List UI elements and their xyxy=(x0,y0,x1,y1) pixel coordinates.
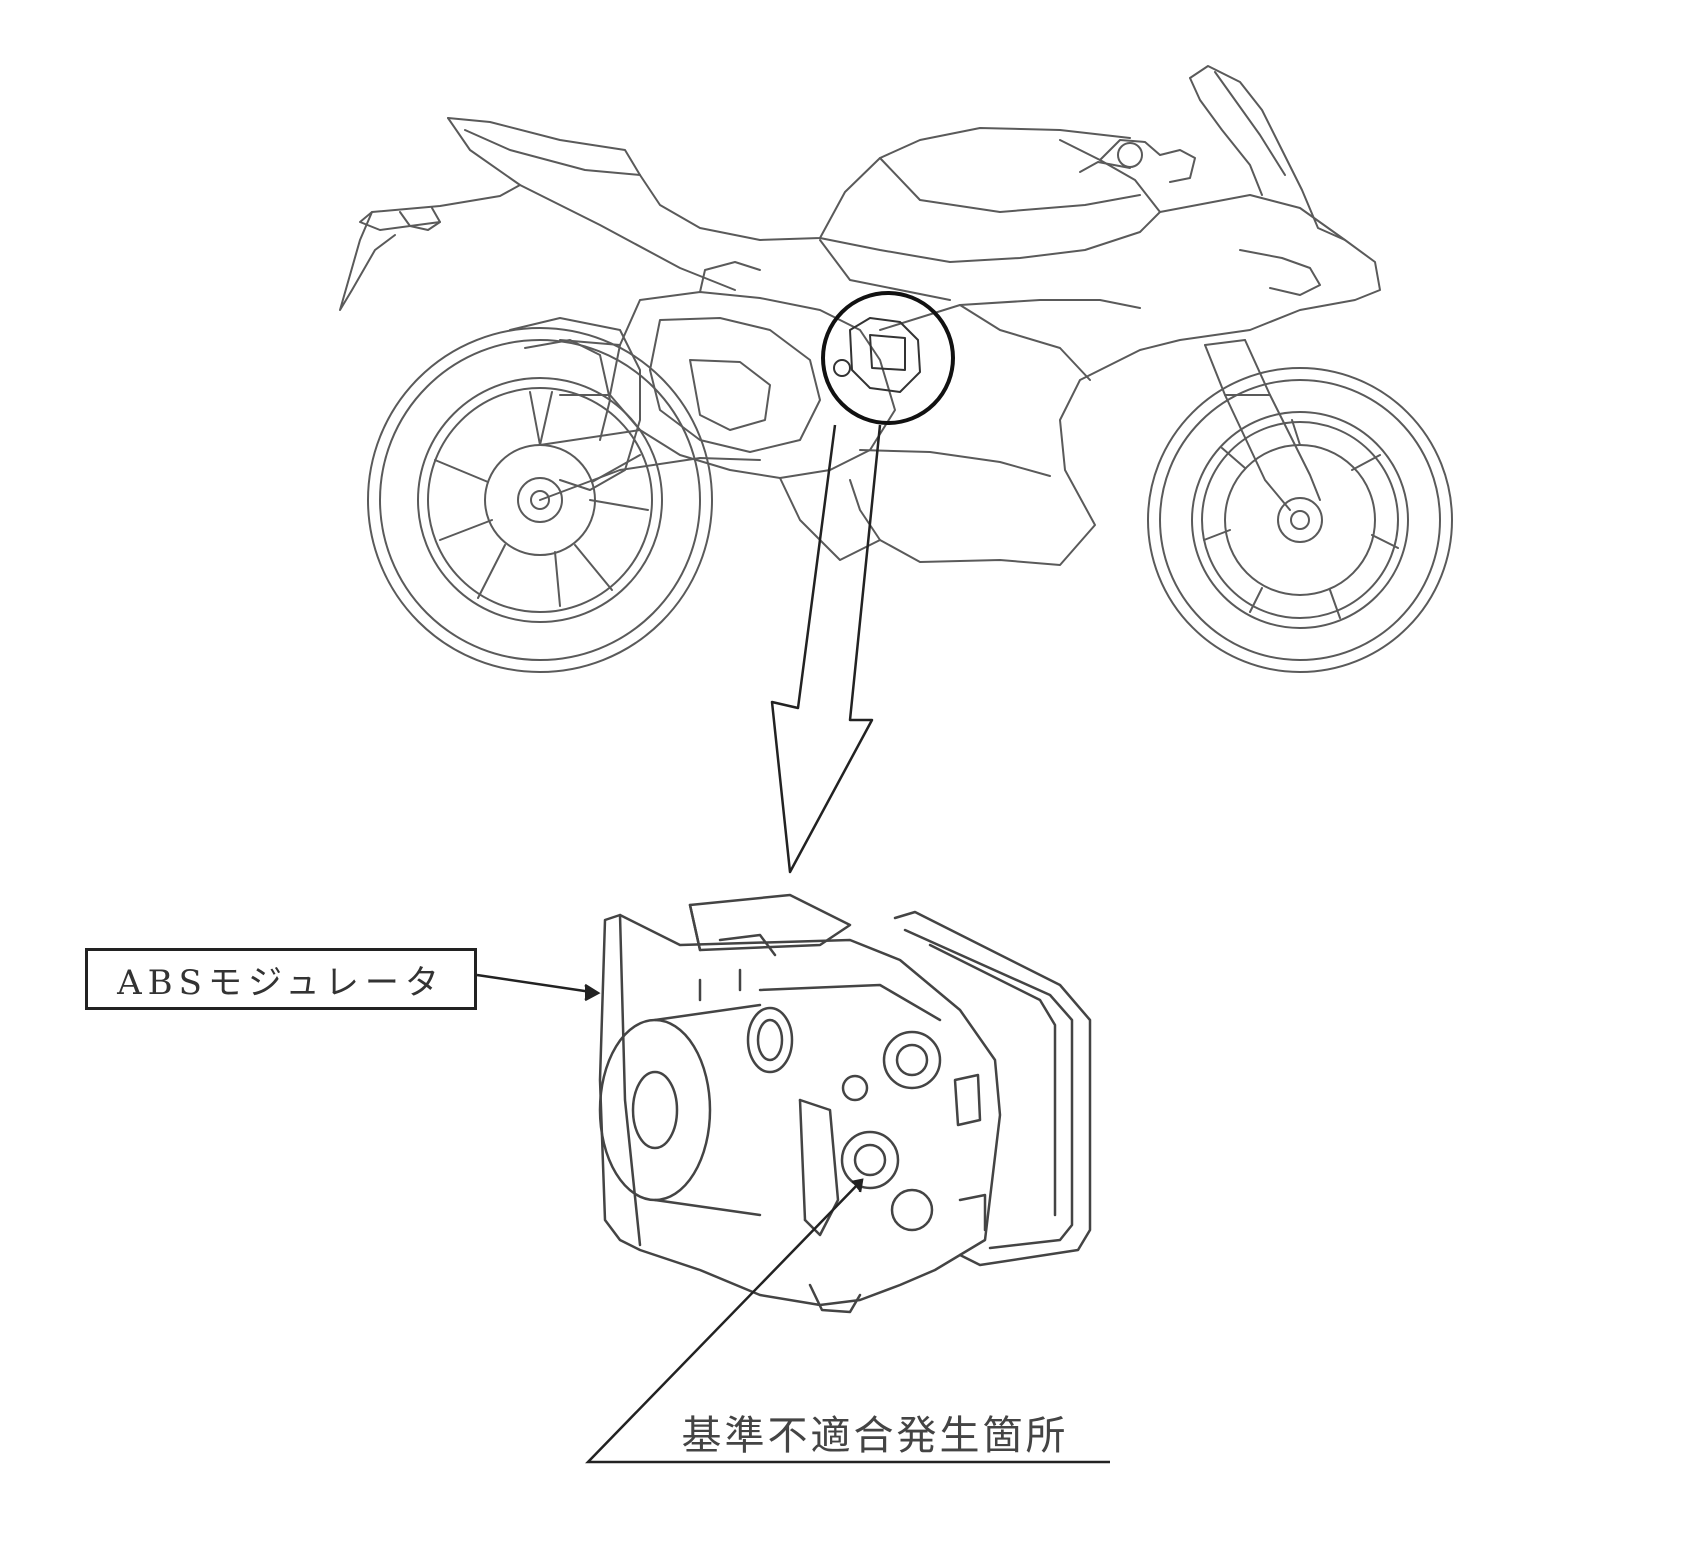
modulator-body xyxy=(598,913,1002,1307)
abs-modulator-illustration xyxy=(598,893,1092,1314)
module-leader-line xyxy=(476,973,599,995)
defect-location-label: 基準不適合発生箇所 xyxy=(681,1413,1069,1459)
rear-wheel xyxy=(367,327,713,673)
pump-motor xyxy=(598,1018,712,1202)
front-fork xyxy=(1204,339,1321,511)
motorcycle-illustration xyxy=(339,65,1453,673)
defect-port xyxy=(840,1130,900,1190)
module-leader-arrowhead xyxy=(584,983,601,1002)
defect-leader-line xyxy=(585,1179,1110,1464)
defect-leader-arrowhead xyxy=(851,1178,864,1193)
front-wheel xyxy=(1147,367,1453,673)
fuel-tank xyxy=(819,139,1161,263)
frame-engine xyxy=(609,291,896,479)
leader-lines xyxy=(476,973,1110,1464)
tail-section xyxy=(447,117,1131,241)
highlight-circle xyxy=(821,291,955,425)
front-fairing xyxy=(849,194,1381,566)
swingarm xyxy=(509,317,641,491)
abs-modulator-label: ABSモジュレータ xyxy=(85,948,477,1010)
detail-arrow xyxy=(770,424,882,874)
